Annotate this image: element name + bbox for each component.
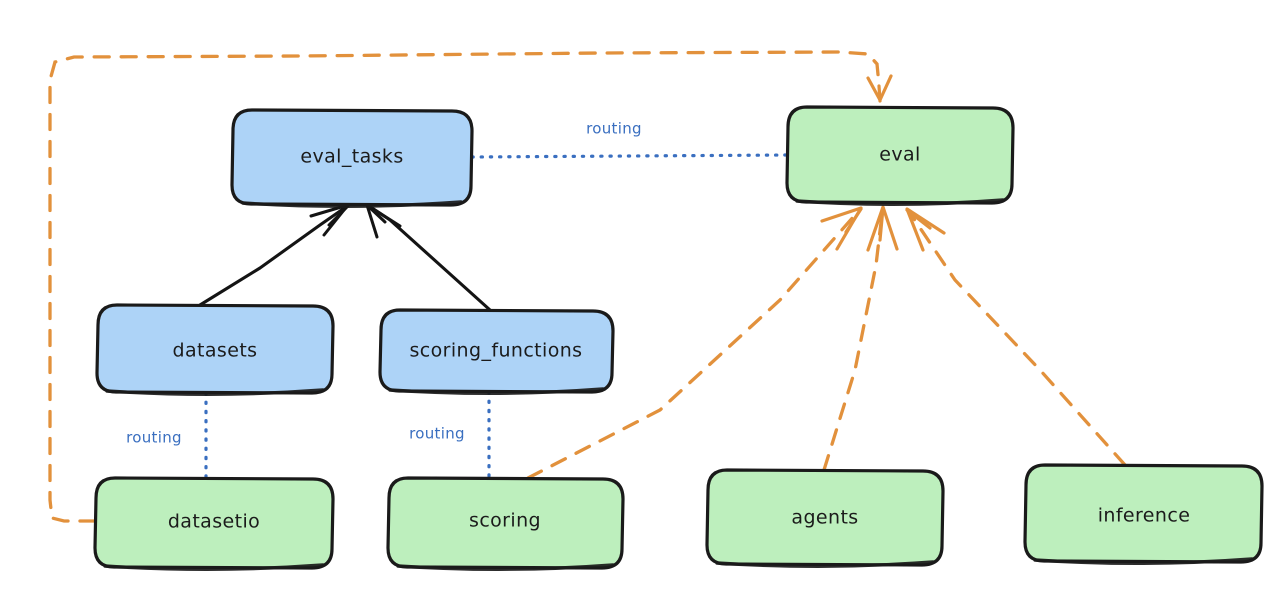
- node-inference[interactable]: inference: [1023, 463, 1264, 565]
- node-scoring[interactable]: scoring: [386, 476, 625, 571]
- edge-inference-eval: [905, 207, 1127, 467]
- node-group: eval_tasks eval datasets scoring_functio…: [93, 105, 1264, 571]
- node-eval_tasks[interactable]: eval_tasks: [230, 108, 474, 208]
- node-scoring-underline: [396, 563, 615, 571]
- node-eval-box: [785, 105, 1015, 205]
- node-agents-underline: [715, 560, 935, 568]
- edge-label-group: routing routing routing: [126, 120, 642, 447]
- edge-label-routing-scoring: routing: [409, 425, 465, 443]
- node-datasetio-box: [93, 476, 335, 570]
- edge-eval_tasks-eval: [470, 153, 789, 159]
- node-datasets[interactable]: datasets: [95, 303, 335, 396]
- node-scoring_functions-underline: [388, 387, 605, 395]
- edge-label-routing-eval: routing: [586, 120, 642, 138]
- node-inference-underline: [1033, 557, 1254, 565]
- edge-scoring-eval: [526, 206, 863, 480]
- node-agents[interactable]: agents: [705, 468, 945, 568]
- node-scoring_functions[interactable]: scoring_functions: [378, 308, 615, 395]
- node-agents-label: agents: [791, 507, 858, 529]
- node-datasets-box: [95, 303, 335, 395]
- node-scoring_functions-box: [378, 308, 615, 394]
- node-eval_tasks-label: eval_tasks: [300, 146, 403, 168]
- edge-label-routing-datasetio: routing: [126, 429, 182, 447]
- node-datasets-label: datasets: [173, 340, 258, 362]
- node-agents-box: [705, 468, 945, 567]
- edge-agents-eval: [822, 205, 899, 472]
- node-scoring_functions-label: scoring_functions: [410, 340, 583, 362]
- edge-group-dependencies: [48, 50, 1127, 523]
- edge-scoringfn-eval_tasks: [365, 203, 492, 312]
- edge-group-routing: [204, 153, 789, 480]
- edge-datasetio-eval: [48, 50, 893, 523]
- node-eval[interactable]: eval: [785, 105, 1015, 206]
- node-scoring-label: scoring: [469, 510, 541, 532]
- node-inference-label: inference: [1098, 505, 1191, 527]
- node-datasetio[interactable]: datasetio: [93, 476, 335, 571]
- node-eval-label: eval: [879, 144, 920, 166]
- edge-group-composition: [198, 203, 492, 312]
- node-scoring-box: [386, 476, 625, 570]
- node-eval_tasks-box: [230, 108, 474, 207]
- node-inference-box: [1023, 463, 1264, 564]
- node-datasetio-underline: [103, 563, 325, 571]
- node-eval-underline: [795, 198, 1005, 206]
- node-eval_tasks-underline: [241, 200, 463, 208]
- node-datasetio-label: datasetio: [168, 511, 260, 533]
- node-datasets-underline: [105, 388, 325, 396]
- edge-datasets-eval_tasks: [198, 203, 350, 307]
